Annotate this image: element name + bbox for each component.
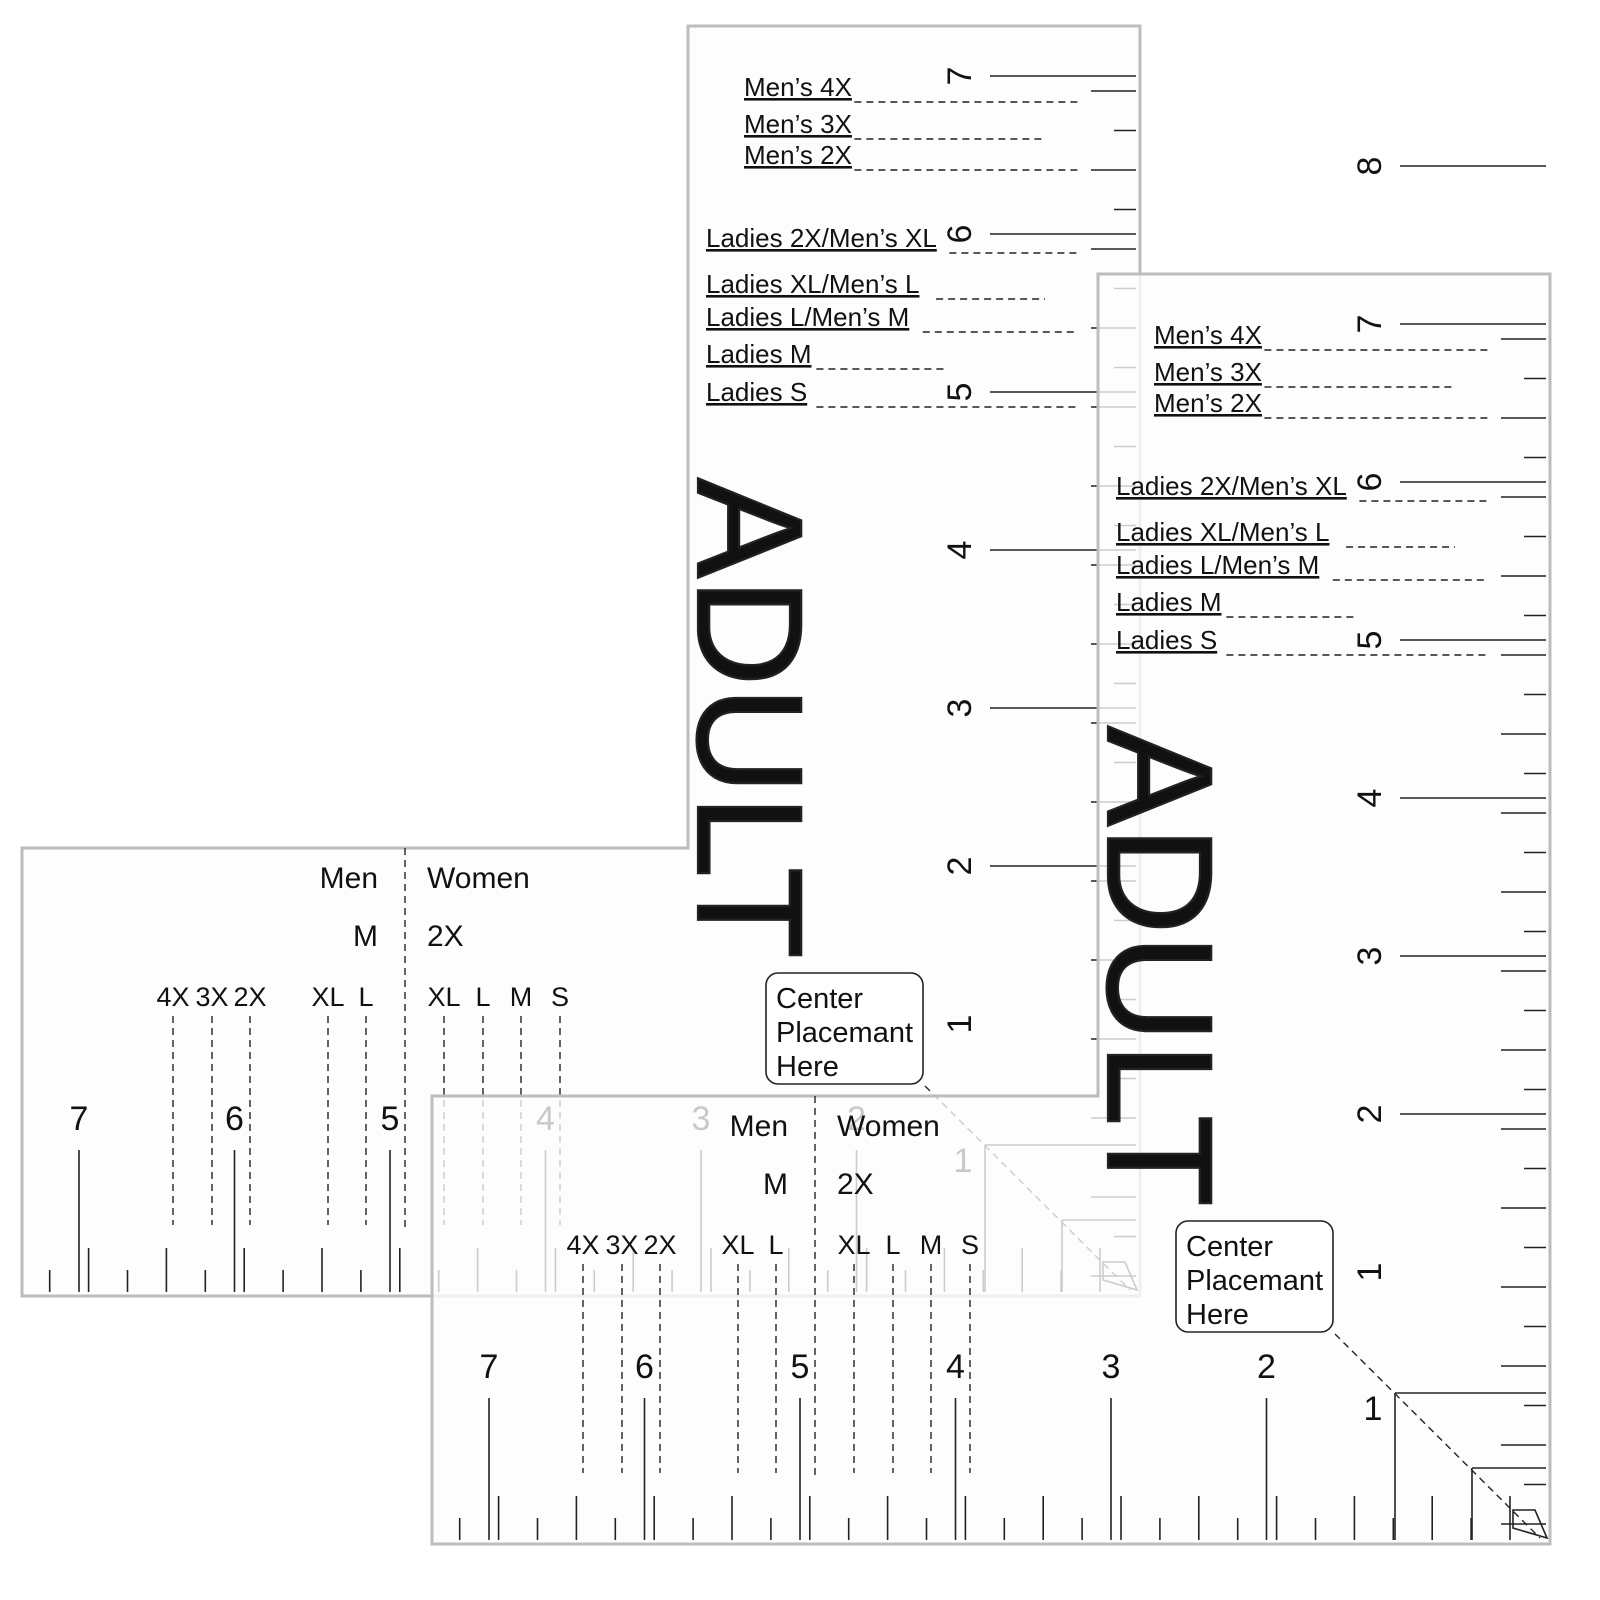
size-mark-label: 3X: [195, 982, 228, 1012]
column-header-men: Men: [730, 1110, 788, 1143]
vertical-number: 7: [941, 67, 979, 86]
vertical-number: 3: [941, 699, 979, 718]
shirt-size-label: Men’s 2X: [744, 140, 852, 170]
center-box-text: Placemant: [776, 1017, 913, 1049]
size-mark-label: XL: [837, 1230, 870, 1260]
shirt-size-label: Men’s 2X: [1154, 388, 1262, 418]
shirt-size-label: Ladies M: [1116, 587, 1222, 617]
shirt-size-label: Ladies S: [1116, 625, 1217, 655]
vertical-number: 1: [941, 1015, 979, 1034]
corner-arrow-icon: [1512, 1509, 1549, 1540]
row-header-women: 2X: [427, 920, 464, 953]
vertical-number: 5: [941, 383, 979, 402]
center-box-text: Center: [776, 983, 863, 1015]
horizontal-number: 7: [70, 1100, 89, 1138]
row-header-women: 2X: [837, 1168, 874, 1201]
vertical-number: 5: [1351, 631, 1389, 650]
horizontal-number: 7: [480, 1348, 499, 1386]
vertical-number: 7: [1351, 315, 1389, 334]
size-mark-label: 4X: [156, 982, 189, 1012]
shirt-size-label: Ladies L/Men’s M: [1116, 550, 1319, 580]
shirt-size-label: Ladies L/Men’s M: [706, 302, 909, 332]
column-header-women: Women: [427, 862, 530, 895]
shirt-size-label: Ladies 2X/Men’s XL: [1116, 471, 1347, 501]
horizontal-number: 2: [1257, 1348, 1276, 1386]
horizontal-number: 5: [791, 1348, 810, 1386]
shirt-size-label: Men’s 4X: [1154, 320, 1262, 350]
shirt-size-label: Men’s 3X: [1154, 357, 1262, 387]
vertical-number: 4: [941, 541, 979, 560]
horizontal-number: 1: [1364, 1390, 1383, 1428]
column-header-women: Women: [837, 1110, 940, 1143]
horizontal-number: 6: [635, 1348, 654, 1386]
horizontal-number: 3: [1102, 1348, 1121, 1386]
size-mark-label: S: [551, 982, 569, 1012]
vertical-number: 6: [941, 225, 979, 244]
vertical-number: 4: [1351, 789, 1389, 808]
size-mark-label: 3X: [605, 1230, 638, 1260]
center-box-text: Here: [776, 1051, 839, 1083]
size-mark-label: M: [920, 1230, 943, 1260]
vertical-number: 1: [1351, 1263, 1389, 1282]
horizontal-number: 4: [946, 1348, 965, 1386]
center-box: [765, 972, 924, 1085]
size-mark-label: L: [885, 1230, 900, 1260]
horizontal-number: 6: [225, 1100, 244, 1138]
size-mark-label: L: [358, 982, 373, 1012]
size-mark-label: XL: [311, 982, 344, 1012]
center-box: [1175, 1220, 1334, 1333]
size-mark-label: 4X: [566, 1230, 599, 1260]
vertical-number: 3: [1351, 947, 1389, 966]
row-header-men: M: [763, 1168, 788, 1201]
size-mark-label: XL: [721, 1230, 754, 1260]
size-mark-label: XL: [427, 982, 460, 1012]
shirt-size-label: Men’s 4X: [744, 72, 852, 102]
shirt-size-label: Ladies XL/Men’s L: [706, 269, 919, 299]
shirt-size-label: Ladies M: [706, 339, 812, 369]
adult-word: ADULT: [666, 478, 834, 959]
shirt-size-label: Ladies XL/Men’s L: [1116, 517, 1329, 547]
size-mark-label: L: [475, 982, 490, 1012]
center-box-text: Placemant: [1186, 1265, 1323, 1297]
diagonal-guide: [1334, 1333, 1541, 1539]
size-mark-label: M: [510, 982, 533, 1012]
center-box-text: Here: [1186, 1299, 1249, 1331]
vertical-number: 2: [1351, 1105, 1389, 1124]
row-header-men: M: [353, 920, 378, 953]
vertical-number: 2: [941, 857, 979, 876]
shirt-size-label: Ladies S: [706, 377, 807, 407]
center-box-text: Center: [1186, 1231, 1273, 1263]
column-header-men: Men: [320, 862, 378, 895]
adult-word: ADULT: [1076, 726, 1244, 1207]
horizontal-number: 5: [381, 1100, 400, 1138]
vertical-number: 8: [1351, 157, 1389, 176]
size-mark-label: 2X: [233, 982, 266, 1012]
vertical-number: 6: [1351, 473, 1389, 492]
size-mark-label: 2X: [643, 1230, 676, 1260]
shirt-size-label: Ladies 2X/Men’s XL: [706, 223, 937, 253]
shirt-size-label: Men’s 3X: [744, 109, 852, 139]
size-mark-label: S: [961, 1230, 979, 1260]
size-mark-label: L: [768, 1230, 783, 1260]
